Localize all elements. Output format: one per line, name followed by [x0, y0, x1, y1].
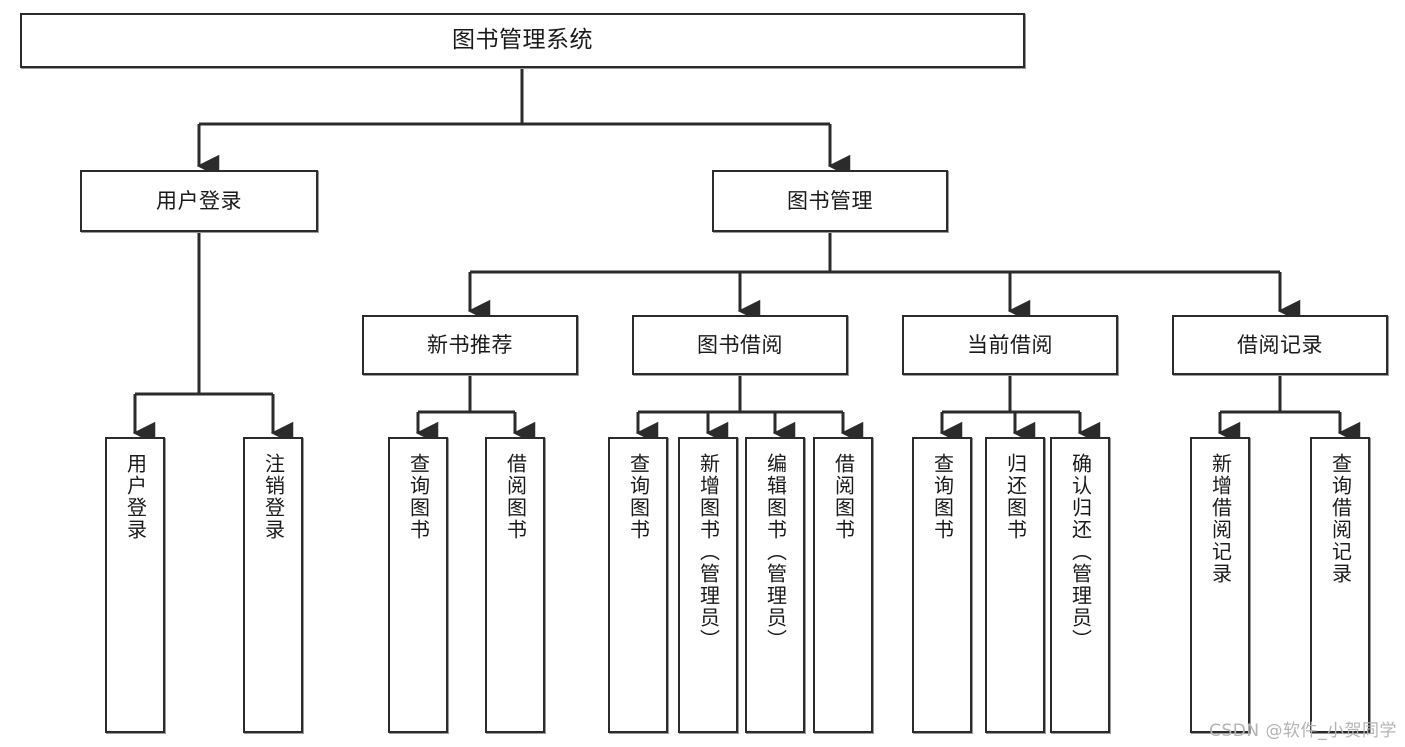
node-borrow-record[interactable]: 借阅记录	[1172, 315, 1388, 375]
node-label: 借阅记录	[1237, 332, 1323, 357]
leaf-user-logout[interactable]: 注销登录	[243, 437, 303, 733]
node-label: 新增借阅记录	[1208, 453, 1233, 585]
node-label: 图书管理系统	[452, 26, 593, 53]
node-label: 图书管理	[787, 188, 873, 213]
node-book-borrow[interactable]: 图书借阅	[632, 315, 848, 375]
node-label: 注销登录	[261, 453, 286, 541]
node-label: 查询借阅记录	[1328, 453, 1353, 585]
leaf-query-books-current[interactable]: 查询图书	[912, 437, 972, 733]
node-label: 用户登录	[123, 453, 148, 541]
node-label: 图书借阅	[697, 332, 783, 357]
leaf-add-book-admin[interactable]: 新增图书（管理员）	[678, 437, 738, 733]
leaf-query-books-recommend[interactable]: 查询图书	[388, 437, 448, 733]
leaf-user-login[interactable]: 用户登录	[105, 437, 165, 733]
node-label: 用户登录	[156, 188, 242, 213]
node-label: 确认归还（管理员）	[1068, 453, 1093, 651]
leaf-borrow-book[interactable]: 借阅图书	[813, 437, 873, 733]
leaf-add-borrow-record[interactable]: 新增借阅记录	[1190, 437, 1250, 733]
node-label: 查询图书	[626, 453, 651, 541]
node-root-system[interactable]: 图书管理系统	[20, 13, 1025, 68]
leaf-query-borrow-record[interactable]: 查询借阅记录	[1310, 437, 1370, 733]
node-label: 查询图书	[930, 453, 955, 541]
leaf-edit-book-admin[interactable]: 编辑图书（管理员）	[745, 437, 805, 733]
leaf-confirm-return-admin[interactable]: 确认归还（管理员）	[1050, 437, 1110, 733]
node-label: 新增图书（管理员）	[696, 453, 721, 651]
node-user-login[interactable]: 用户登录	[80, 170, 318, 232]
node-label: 查询图书	[406, 453, 431, 541]
node-label: 当前借阅	[967, 332, 1053, 357]
leaf-borrow-books-recommend[interactable]: 借阅图书	[485, 437, 545, 733]
leaf-query-books-borrow[interactable]: 查询图书	[608, 437, 668, 733]
node-book-management[interactable]: 图书管理	[712, 170, 948, 232]
node-current-borrow[interactable]: 当前借阅	[902, 315, 1118, 375]
node-new-book-recommend[interactable]: 新书推荐	[362, 315, 578, 375]
node-label: 编辑图书（管理员）	[763, 453, 788, 651]
node-label: 借阅图书	[503, 453, 528, 541]
csdn-watermark: CSDN @软件_小贺同学	[1209, 721, 1397, 741]
node-label: 新书推荐	[427, 332, 513, 357]
node-label: 归还图书	[1003, 453, 1028, 541]
leaf-return-book[interactable]: 归还图书	[985, 437, 1045, 733]
node-label: 借阅图书	[831, 453, 856, 541]
